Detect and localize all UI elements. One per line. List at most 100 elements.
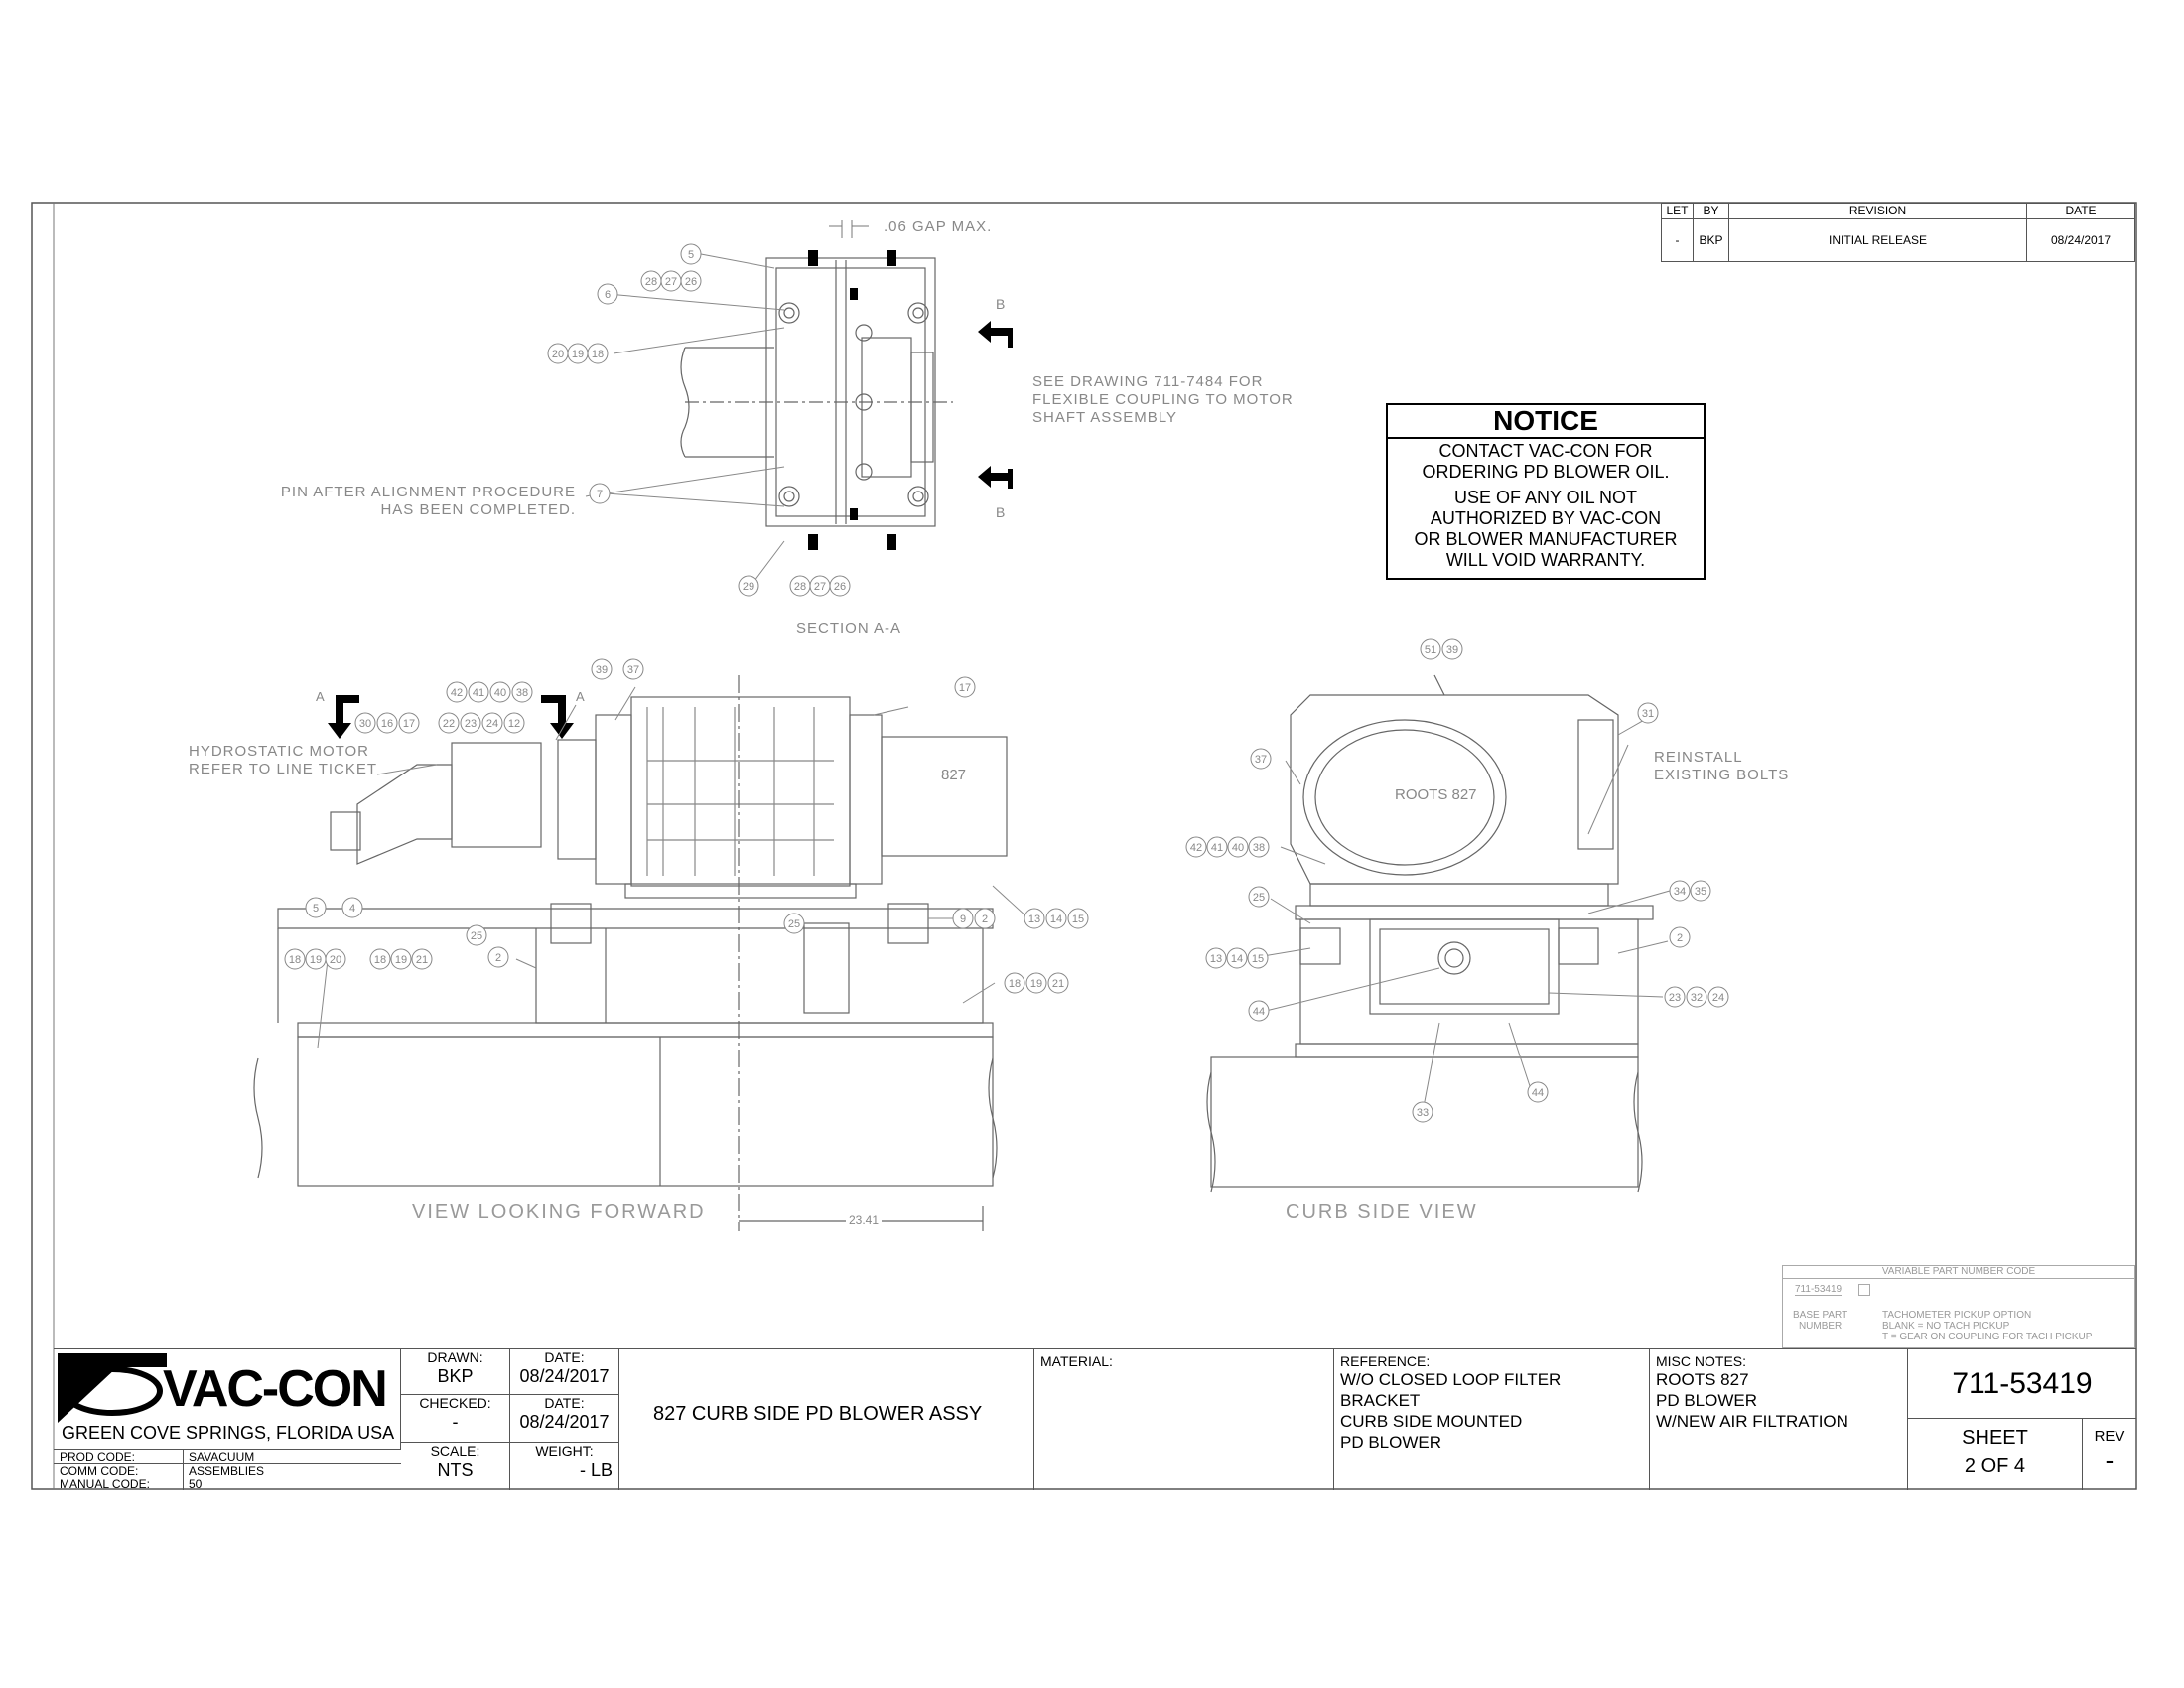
drawn-label: DRAWN: (427, 1349, 483, 1365)
callout-number: 39 (596, 664, 608, 676)
drawing-title-cell: 827 CURB SIDE PD BLOWER ASSY (619, 1349, 1034, 1490)
prod-code-value: SAVACUUM (189, 1450, 255, 1464)
callout-number: 2 (982, 914, 988, 925)
callout-balloon (1664, 986, 1686, 1008)
callout-balloon (829, 575, 851, 597)
drawn-cell: DRAWN: BKP (401, 1349, 510, 1395)
vac-con-logo-swoosh-icon (58, 1353, 167, 1423)
callout-number: 20 (330, 954, 341, 966)
prod-code-label: PROD CODE: (60, 1450, 136, 1464)
sheet-label: SHEET (1962, 1427, 2028, 1449)
callout-number: 29 (743, 581, 754, 593)
material-label: MATERIAL: (1040, 1353, 1113, 1369)
reference-line-1: W/O CLOSED LOOP FILTER (1340, 1370, 1562, 1389)
callout-number: 16 (381, 718, 393, 730)
drawn-date-cell: DATE: 08/24/2017 (510, 1349, 619, 1395)
callout-balloon (680, 270, 702, 292)
callout-balloon (354, 712, 376, 734)
callout-balloon (680, 243, 702, 265)
callout-number: 4 (349, 903, 355, 914)
callout-balloon (1226, 947, 1248, 969)
callout-number: 40 (1232, 842, 1244, 854)
comm-code-value: ASSEMBLIES (189, 1464, 265, 1477)
reference-cell: REFERENCE: W/O CLOSED LOOP FILTER BRACKE… (1334, 1349, 1650, 1490)
rev-cell: REV - (2083, 1419, 2136, 1490)
callout-number: 23 (1669, 992, 1681, 1004)
callout-number: 18 (592, 349, 604, 360)
callout-number: 5 (313, 903, 319, 914)
rev-header-date: DATE (2027, 204, 2134, 219)
callout-number: 35 (1695, 886, 1706, 898)
callout-number: 21 (1052, 978, 1064, 990)
callout-number: 13 (1210, 953, 1222, 965)
callout-number: 21 (416, 954, 428, 966)
reinstall-line-1: REINSTALL (1654, 749, 1743, 766)
callout-number: 13 (1028, 914, 1040, 925)
reference-line-2: BRACKET (1340, 1391, 1421, 1410)
scale-label: SCALE: (430, 1443, 480, 1459)
callout-balloon (466, 924, 487, 946)
callout-number: 7 (597, 489, 603, 500)
callout-balloon (481, 712, 503, 734)
section-a-a-drawing (680, 257, 953, 527)
see-drawing-note: SEE DRAWING 711-7484 FOR FLEXIBLE COUPLI… (1032, 373, 1294, 427)
misc-notes-cell: MISC NOTES: ROOTS 827 PD BLOWER W/NEW AI… (1650, 1349, 1908, 1490)
misc-line-3: W/NEW AIR FILTRATION (1656, 1412, 1848, 1431)
reinstall-note: REINSTALL EXISTING BOLTS (1654, 749, 1789, 784)
forward-view-label: VIEW LOOKING FORWARD (412, 1201, 706, 1223)
variable-part-option-box (1858, 1284, 1870, 1296)
callout-number: 42 (1190, 842, 1202, 854)
see-drawing-line-1: SEE DRAWING 711-7484 FOR (1032, 373, 1264, 390)
callout-balloon (468, 681, 489, 703)
callout-number: 25 (788, 918, 800, 930)
callout-number: 5 (688, 249, 694, 261)
callout-number: 27 (814, 581, 826, 593)
callout-number: 19 (1030, 978, 1042, 990)
tach-line-1: TACHOMETER PICKUP OPTION (1882, 1310, 2032, 1321)
callout-balloon (487, 946, 509, 968)
callout-balloon (1047, 972, 1069, 994)
callout-number: 14 (1050, 914, 1062, 925)
callout-number: 25 (471, 930, 482, 942)
callout-balloon (305, 897, 327, 918)
callout-number: 31 (1642, 708, 1654, 720)
callout-balloon (503, 712, 525, 734)
checked-date-cell: DATE: 08/24/2017 (510, 1395, 619, 1443)
checked-date-value: 08/24/2017 (519, 1412, 610, 1432)
callout-balloon (284, 948, 306, 970)
callout-number: 15 (1072, 914, 1084, 925)
callout-balloon (1686, 986, 1707, 1008)
callout-balloon (974, 908, 996, 929)
callout-balloon (1024, 908, 1045, 929)
callout-balloon (511, 681, 533, 703)
callout-balloon (589, 483, 611, 504)
notice-line-1: CONTACT VAC-CON FOR (1438, 441, 1653, 461)
callout-number: 14 (1231, 953, 1243, 965)
see-drawing-line-3: SHAFT ASSEMBLY (1032, 409, 1177, 426)
callout-balloon (587, 343, 609, 364)
drawn-date-label: DATE: (544, 1349, 585, 1365)
callout-balloon (325, 948, 346, 970)
rev-header-revision: REVISION (1729, 204, 2027, 219)
callout-balloon (1248, 886, 1270, 908)
callout-number: 9 (960, 914, 966, 925)
callout-number: 33 (1417, 1107, 1429, 1119)
reference-label: REFERENCE: (1340, 1353, 1431, 1369)
manual-code-row: MANUAL CODE: 50 (54, 1477, 401, 1491)
base-label-line-2: NUMBER (1798, 1321, 1843, 1332)
rev-row-by: BKP (1694, 219, 1729, 261)
callout-balloon (1527, 1081, 1549, 1103)
callout-number: 18 (374, 954, 386, 966)
callout-balloon (954, 676, 976, 698)
manual-code-label: MANUAL CODE: (60, 1477, 150, 1491)
variable-part-tach: TACHOMETER PICKUP OPTION BLANK = NO TACH… (1882, 1310, 2092, 1342)
scale-value: NTS (437, 1460, 474, 1479)
callout-balloon (1250, 748, 1272, 770)
callout-number: 2 (495, 952, 501, 964)
reinstall-line-2: EXISTING BOLTS (1654, 767, 1790, 783)
callout-number: 26 (834, 581, 846, 593)
callout-number: 15 (1252, 953, 1264, 965)
section-leaders (585, 253, 785, 582)
motor-note-line-1: HYDROSTATIC MOTOR (189, 743, 369, 760)
prod-code-row: PROD CODE: SAVACUUM (54, 1449, 401, 1464)
